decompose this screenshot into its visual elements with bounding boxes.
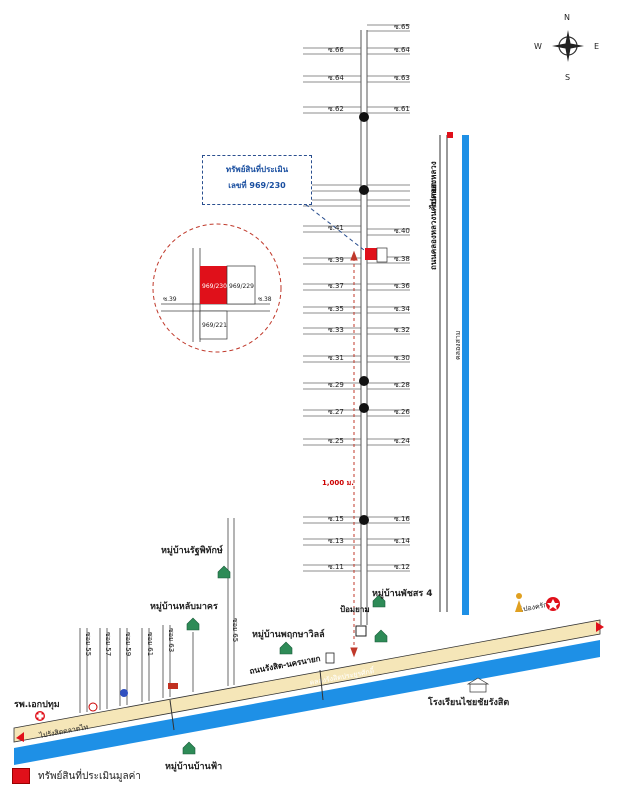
inset-soi-right: ซ.38 [258,296,272,303]
inset-plot-bottom: 969/221 [202,322,227,329]
police-label: ป้อมยาม [340,604,370,614]
soi-left-label: ซ.64 [328,74,344,82]
soi-left-label: ซ.33 [328,326,344,334]
subject-callout: ทรัพย์สินที่ประเมิน เลขที่ 969/230 [202,155,312,205]
hospital-label: รพ.เอกปทุม [14,699,60,710]
soi-63-label: ซอย 63 [167,628,175,652]
soi-left-label: ซ.41 [328,224,344,232]
soi-left-label: ซ.66 [328,46,344,54]
soi-right-label: ซ.28 [394,381,410,389]
soi-left-label: ซ.25 [328,437,344,445]
compass-s: S [565,73,570,82]
main-road-label: ถนนรังสิต-นครนายก [249,654,322,676]
main-soi-road [360,30,368,625]
compass-w: W [534,42,542,51]
buddha-icon [515,593,523,612]
soi-right-label: ซ.34 [394,305,410,313]
soi-right-label: ซ.63 [394,74,410,82]
vertical-canal [462,135,469,615]
soi-61-label: ซอย 61 [146,632,154,656]
soi-right-label: ซ.61 [394,105,410,113]
soi-right-label: ซ.16 [394,515,410,523]
soi-left-label: ซ.27 [328,408,344,416]
callout-line-1: ทรัพย์สินที่ประเมิน [225,165,289,174]
village-lapmakorn-label: หมู่บ้านหลับมาคร [150,601,218,612]
soi-right-label: ซ.24 [394,437,410,445]
callout-line-2: เลขที่ 969/230 [228,181,286,190]
guard-post [355,625,367,637]
distance-label: 1,000 ม. [322,479,354,487]
soi-left-label: ซ.29 [328,381,344,389]
soi-left-label: ซ.13 [328,537,344,545]
school-icon [466,677,490,693]
village-ratphithak-label: หมู่บ้านรัฐพิทักษ์ [161,544,223,556]
soi-right-label: ซ.64 [394,46,410,54]
legend: ทรัพย์สินที่ประเมินมูลค่า [12,768,141,784]
inset-plot-right: 969/229 [229,283,254,290]
junction-markers [359,112,369,525]
soi-right-label: ซ.14 [394,537,410,545]
soi-right-label: ซ.26 [394,408,410,416]
soi-right-label: ซ.38 [394,255,410,263]
soi-57-label: ซอย 57 [104,632,112,656]
soi-right-label: ซ.40 [394,227,410,235]
soi-left-label: ซ.35 [328,305,344,313]
distance-arrow [350,250,358,658]
soi-right-label: ซ.36 [394,282,410,290]
soi-left-label: ซ.15 [328,515,344,523]
hospital-icon [35,711,45,721]
legend-text: ทรัพย์สินที่ประเมินมูลค่า [38,770,141,782]
soi-65-label: ซอย 65 [231,618,239,642]
village-pruksaville-label: หมู่บ้านพฤกษาวิลล์ [252,628,325,640]
vertical-road [439,132,453,612]
soi-left-label: ซ.31 [328,354,344,362]
soi-right-label: ซ.32 [394,326,410,334]
soi-59-label: ซอย 59 [124,632,132,656]
inset-detail: 969/230 969/229 969/221 ซ.39 ซ.38 [152,223,282,353]
soi-55-label: ซอย 55 [84,632,92,656]
main-road [13,619,601,743]
soi-right-label: ซ.30 [394,354,410,362]
village-banfa-label: หมู่บ้านบ้านฟ้า [165,761,222,772]
vertical-canal-label: คลองสาม [454,331,462,360]
village-patchasorn-label: หมู่บ้านพัชสร 4 [372,588,433,599]
to-khlong-luang-label: ไปคลองหลวง [428,161,438,209]
inset-plot-main: 969/230 [202,283,227,290]
soi-right-label: ซ.65 [394,23,410,31]
soi-left-label: ซ.11 [328,563,344,571]
legend-swatch [12,768,30,784]
subject-property-marker [365,248,377,260]
inset-soi-left: ซ.39 [163,296,177,303]
compass-e: E [594,42,599,51]
soi-left-label: ซ.39 [328,256,344,264]
compass: N S E W [534,13,599,82]
compass-n: N [564,13,570,22]
main-canal [14,640,600,765]
soi-left-label: ซ.37 [328,282,344,290]
soi-left-label: ซ.62 [328,105,344,113]
school-label: โรงเรียนไชยชัยรังสิต [427,696,509,708]
soi-right-label: ซ.12 [394,563,410,571]
vertical-road-label: ถนนคลองหลวงนครนายก [429,182,438,270]
house-icons [182,565,388,755]
